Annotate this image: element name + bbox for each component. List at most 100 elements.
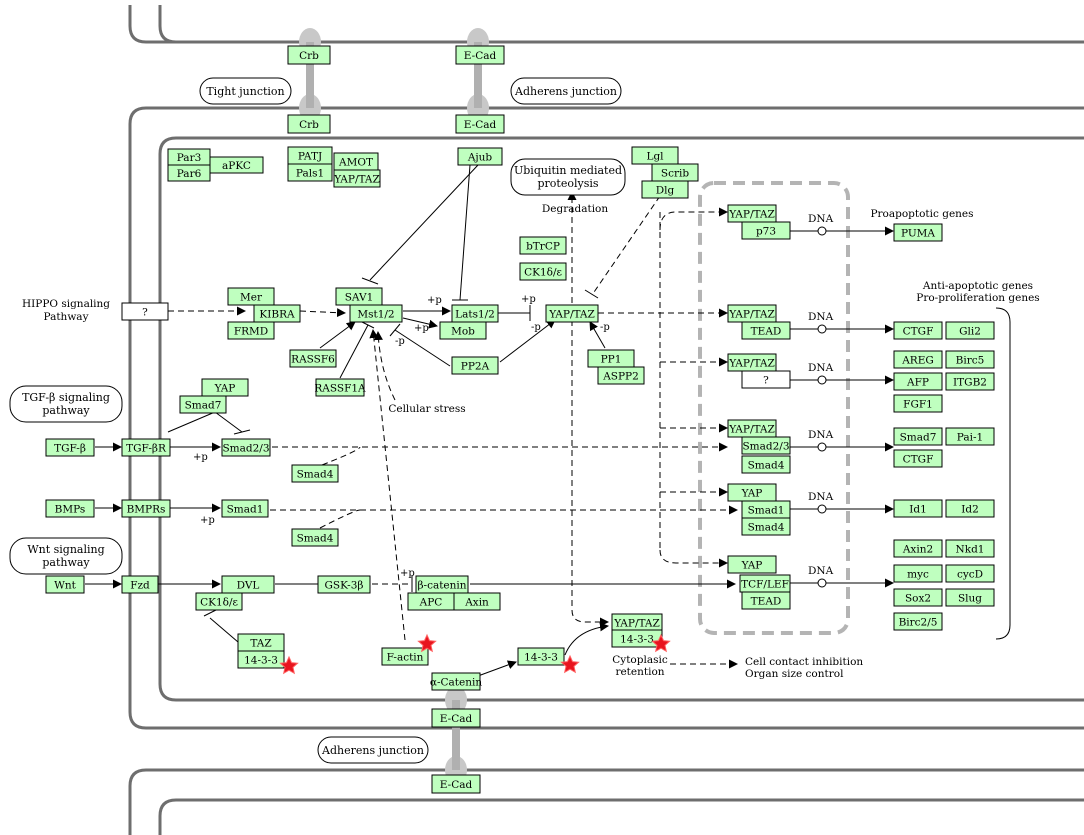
node-gsk3b[interactable]: GSK-3β bbox=[317, 575, 371, 594]
node-crb-top[interactable]: Crb bbox=[287, 45, 331, 65]
node-taz-low[interactable]: TAZ bbox=[237, 633, 285, 652]
node-factin[interactable]: F-actin bbox=[381, 647, 429, 666]
node-yaptaz-main[interactable]: YAP/TAZ bbox=[545, 304, 599, 323]
node-t1433-b[interactable]: 14-3-3 bbox=[517, 647, 565, 666]
node-afp[interactable]: AFP bbox=[893, 372, 943, 391]
node-birc5[interactable]: Birc5 bbox=[945, 350, 995, 369]
node-smad7-r[interactable]: Smad7 bbox=[893, 427, 943, 446]
node-n-p73[interactable]: p73 bbox=[741, 221, 791, 240]
node-puma[interactable]: PUMA bbox=[893, 223, 943, 242]
node-lgl[interactable]: Lgl bbox=[631, 146, 679, 165]
node-fzd[interactable]: Fzd bbox=[121, 575, 159, 594]
node-t1433-c[interactable]: 14-3-3 bbox=[611, 629, 663, 648]
node-btrcp[interactable]: bTrCP bbox=[519, 236, 567, 255]
node-apkc[interactable]: aPKC bbox=[209, 156, 264, 174]
node-n-yap5[interactable]: YAP bbox=[727, 483, 777, 502]
node-ecad-low2[interactable]: E-Cad bbox=[431, 774, 481, 794]
node-slug[interactable]: Slug bbox=[945, 588, 995, 607]
node-yap-smad7[interactable]: YAP bbox=[201, 378, 249, 397]
node-smad7-left[interactable]: Smad7 bbox=[179, 395, 227, 414]
node-bmps[interactable]: BMPs bbox=[45, 499, 95, 518]
node-lats12[interactable]: Lats1/2 bbox=[451, 304, 499, 323]
node-apc[interactable]: APC bbox=[407, 592, 455, 611]
node-ctgf1[interactable]: CTGF bbox=[893, 321, 943, 340]
node-myc[interactable]: myc bbox=[893, 564, 943, 583]
node-n-smad23[interactable]: Smad2/3 bbox=[741, 436, 791, 455]
node-n-smad4[interactable]: Smad4 bbox=[741, 455, 791, 474]
node-par3[interactable]: Par3 bbox=[167, 148, 211, 166]
tgf-beta-pathway-bubble[interactable]: TGF-β signaling pathway bbox=[9, 385, 123, 423]
node-mob[interactable]: Mob bbox=[439, 321, 487, 340]
adherens-junction-bottom-bubble[interactable]: Adherens junction bbox=[317, 736, 429, 764]
node-pp1[interactable]: PP1 bbox=[587, 349, 635, 368]
node-id1[interactable]: Id1 bbox=[893, 499, 943, 518]
node-par6[interactable]: Par6 bbox=[167, 164, 211, 182]
node-areg[interactable]: AREG bbox=[893, 350, 943, 369]
tight-junction-bubble[interactable]: Tight junction bbox=[199, 77, 292, 105]
node-patj[interactable]: PATJ bbox=[287, 146, 333, 165]
node-tgfb[interactable]: TGF-β bbox=[45, 438, 95, 457]
node-smad1-left[interactable]: Smad1 bbox=[221, 499, 269, 518]
node-smad4-b[interactable]: Smad4 bbox=[291, 528, 339, 547]
node-ecad-low1[interactable]: E-Cad bbox=[431, 708, 481, 728]
node-n-smad4b[interactable]: Smad4 bbox=[741, 517, 791, 536]
node-dlg[interactable]: Dlg bbox=[641, 180, 689, 199]
node-n-yaptaz4[interactable]: YAP/TAZ bbox=[727, 419, 777, 438]
node-sox2[interactable]: Sox2 bbox=[893, 588, 943, 607]
node-yaptaz-amot[interactable]: YAP/TAZ bbox=[333, 169, 381, 188]
node-n-q[interactable]: ? bbox=[741, 370, 791, 389]
node-tgfbr[interactable]: TGF-βR bbox=[121, 438, 171, 457]
node-n-yaptaz3[interactable]: YAP/TAZ bbox=[727, 353, 777, 372]
node-itgb2[interactable]: ITGB2 bbox=[945, 372, 995, 391]
node-smad23-left[interactable]: Smad2/3 bbox=[221, 438, 271, 457]
node-bcat[interactable]: β-catenin bbox=[415, 575, 469, 594]
node-gli2[interactable]: Gli2 bbox=[945, 321, 995, 340]
node-sav1[interactable]: SAV1 bbox=[335, 287, 383, 306]
adherens-junction-top-bubble[interactable]: Adherens junction bbox=[510, 77, 622, 105]
node-axin[interactable]: Axin bbox=[453, 592, 501, 611]
node-acatenin[interactable]: α-Catenin bbox=[430, 672, 482, 691]
wnt-pathway-bubble[interactable]: Wnt signaling pathway bbox=[9, 537, 123, 575]
node-yaptaz-cyto[interactable]: YAP/TAZ bbox=[611, 613, 663, 632]
node-birc25[interactable]: Birc2/5 bbox=[893, 612, 943, 631]
node-mer[interactable]: Mer bbox=[227, 287, 275, 306]
node-dvl[interactable]: DVL bbox=[221, 575, 275, 594]
node-kibra[interactable]: KIBRA bbox=[253, 304, 301, 323]
node-ck1e-top[interactable]: CK1δ/ε bbox=[519, 262, 567, 281]
node-nkd1[interactable]: Nkd1 bbox=[945, 539, 995, 558]
node-mst12[interactable]: Mst1/2 bbox=[349, 304, 403, 323]
node-n-yaptaz2[interactable]: YAP/TAZ bbox=[727, 304, 777, 323]
node-cycd[interactable]: cycD bbox=[945, 564, 995, 583]
node-q-hippo[interactable]: ? bbox=[121, 302, 169, 321]
node-rassf1a[interactable]: RASSF1A bbox=[314, 378, 366, 397]
node-pals1[interactable]: Pals1 bbox=[287, 163, 333, 182]
node-ck1e-low[interactable]: CK1δ/ε bbox=[195, 592, 243, 611]
node-id2[interactable]: Id2 bbox=[945, 499, 995, 518]
node-n-yaptaz1[interactable]: YAP/TAZ bbox=[727, 204, 777, 223]
node-ajub[interactable]: Ajub bbox=[457, 147, 503, 166]
node-n-smad1[interactable]: Smad1 bbox=[741, 500, 791, 519]
node-label: RASSF1A bbox=[314, 383, 366, 395]
node-pp2a[interactable]: PP2A bbox=[451, 356, 499, 375]
node-aspp2[interactable]: ASPP2 bbox=[597, 366, 645, 385]
ubiquitin-proteolysis-bubble[interactable]: Ubiquitin mediated proteolysis bbox=[510, 158, 626, 196]
node-n-tcflef[interactable]: TCF/LEF bbox=[739, 574, 791, 593]
node-axin2[interactable]: Axin2 bbox=[893, 539, 943, 558]
node-scrib[interactable]: Scrib bbox=[651, 163, 699, 182]
node-amot[interactable]: AMOT bbox=[333, 152, 379, 171]
node-frmd[interactable]: FRMD bbox=[227, 321, 275, 340]
node-n-tead1[interactable]: TEAD bbox=[741, 321, 791, 340]
node-smad4-a[interactable]: Smad4 bbox=[291, 464, 339, 483]
node-fgf1[interactable]: FGF1 bbox=[893, 394, 943, 413]
node-ecad-top[interactable]: E-Cad bbox=[455, 45, 505, 65]
node-wnt[interactable]: Wnt bbox=[45, 575, 85, 594]
node-pai1[interactable]: Pai-1 bbox=[945, 427, 995, 446]
node-n-yap6[interactable]: YAP bbox=[727, 555, 777, 574]
node-rassf6[interactable]: RASSF6 bbox=[289, 349, 337, 368]
node-ecad-mid[interactable]: E-Cad bbox=[455, 114, 505, 134]
node-ctgf2[interactable]: CTGF bbox=[893, 449, 943, 468]
node-n-tead2[interactable]: TEAD bbox=[741, 591, 791, 610]
node-bmprs[interactable]: BMPRs bbox=[121, 499, 171, 518]
node-t1433-a[interactable]: 14-3-3 bbox=[237, 650, 285, 669]
node-crb-bot[interactable]: Crb bbox=[287, 114, 331, 134]
